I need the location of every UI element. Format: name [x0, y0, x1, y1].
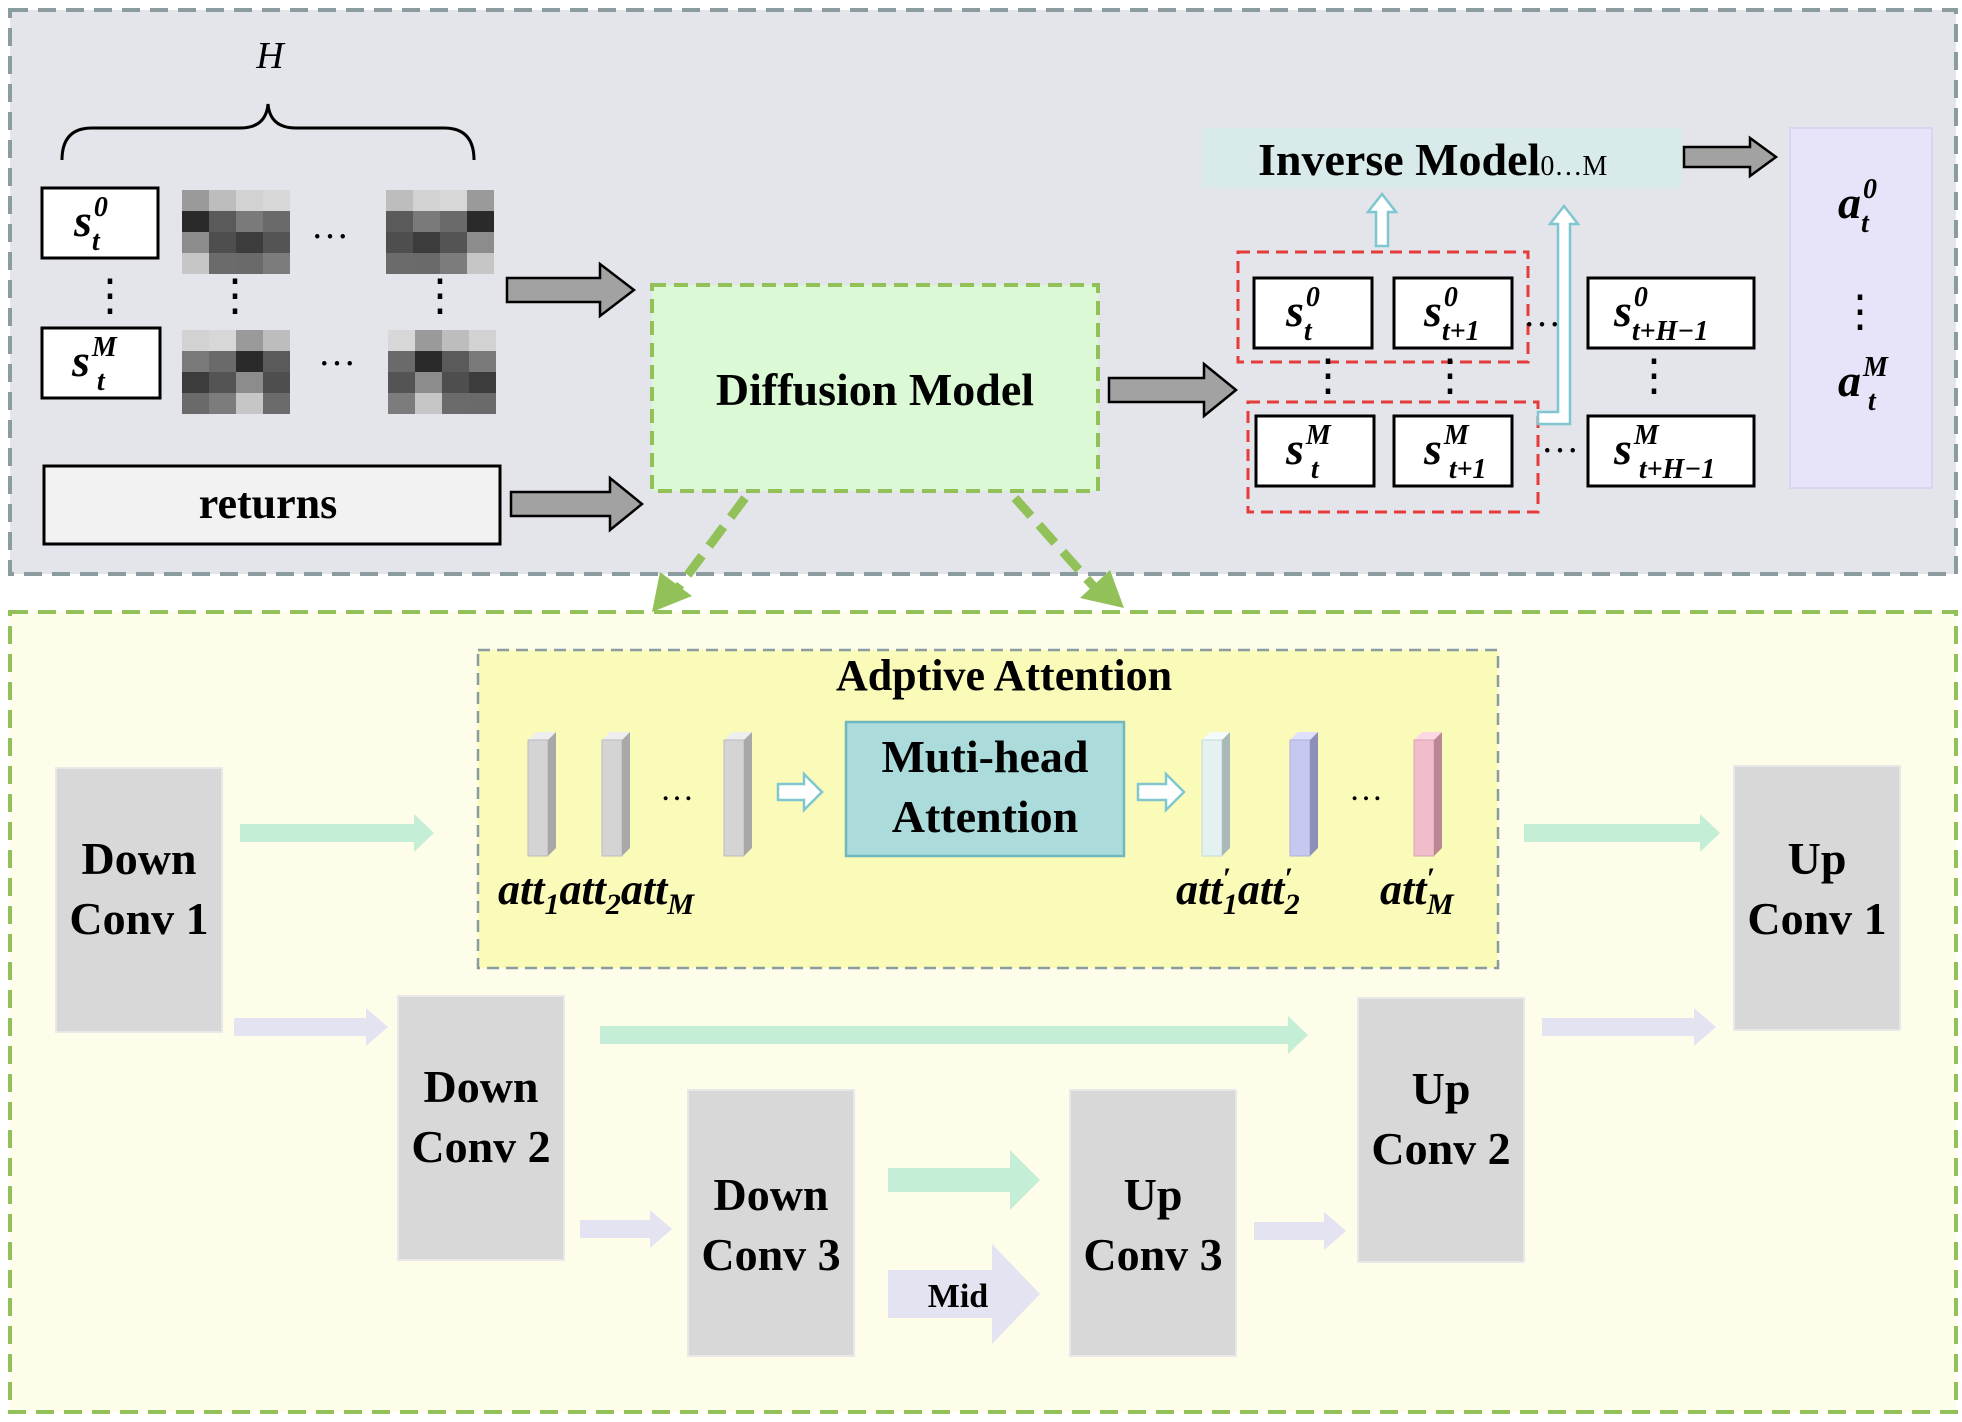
horizon-label: H [255, 35, 286, 77]
down-conv-2-block [397, 995, 565, 1261]
arrow-diffusion-to-outputs [1107, 361, 1238, 419]
arrow-attention-to-up1 [1524, 814, 1720, 852]
up-conv-3-line2: Conv 3 [1083, 1229, 1222, 1280]
output-box-s-t-0 [1252, 276, 1374, 350]
arrow-up2-to-up1 [1542, 1008, 1716, 1046]
up-conv-2-line2: Conv 2 [1371, 1123, 1510, 1174]
down-conv-1-line2: Conv 1 [69, 893, 208, 944]
vdots-actions: ⋮ [1838, 287, 1882, 336]
output-box-s-t-M [1254, 414, 1376, 488]
vdots-img-col1: ⋮ [213, 271, 257, 320]
arrow-down1-to-down2 [234, 1008, 388, 1046]
diffusion-model-label: Diffusion Model [716, 364, 1034, 415]
output-box-s-tH-0 [1586, 276, 1756, 350]
inverse-model-box [1202, 128, 1682, 188]
zoom-arrows [671, 495, 1099, 595]
state-box-s0 [40, 186, 160, 260]
att-input-bars [527, 732, 752, 857]
arrow-att-to-mha [776, 770, 824, 814]
up-conv-2-line1: Up [1412, 1063, 1471, 1114]
mha-label-line1: Muti-head [882, 731, 1089, 782]
red-group-row0 [1236, 250, 1530, 364]
diffusion-model-box [650, 283, 1100, 493]
att-output-labels-1-2: att′1att′2 [1176, 862, 1300, 921]
ellipsis-output-row0: … [1523, 293, 1561, 335]
arrow-group0-to-inverse [1365, 191, 1399, 248]
arrow-returns-to-diffusion [509, 475, 644, 533]
vdots-img-col2: ⋮ [418, 271, 462, 320]
arrow-groupM-to-inverse [1536, 203, 1581, 426]
inverse-model-label: Inverse Model0…M [1258, 134, 1607, 185]
ellipsis-att-in: … [660, 771, 694, 808]
up-conv-3-line1: Up [1124, 1169, 1183, 1220]
vdots-output-col0: ⋮ [1306, 351, 1350, 400]
arrow-down1-to-attention [240, 814, 434, 852]
output-box-s-t1-M [1392, 414, 1514, 488]
ellipsis-row1: … [318, 332, 356, 374]
down-conv-2-line2: Conv 2 [411, 1121, 550, 1172]
returns-box [42, 464, 502, 546]
horizon-brace [60, 103, 476, 161]
observation-thumbnail [388, 330, 496, 414]
observation-thumbnail [182, 330, 290, 414]
arrow-skip-down2-to-up2 [600, 1016, 1308, 1054]
ellipsis-row0: … [311, 205, 349, 247]
up-conv-1-line2: Conv 1 [1747, 893, 1886, 944]
mha-label-line2: Attention [892, 791, 1079, 842]
down-conv-1-block [55, 767, 223, 1033]
observation-thumbnails [182, 190, 496, 414]
up-conv-1-line1: Up [1788, 833, 1847, 884]
down-conv-3-line2: Conv 3 [701, 1229, 840, 1280]
mid-label: Mid [928, 1278, 989, 1315]
output-box-s-t1-0 [1392, 276, 1514, 350]
output-box-s-tH-M [1586, 414, 1756, 488]
down-conv-2-line1: Down [423, 1061, 538, 1112]
returns-label: returns [199, 479, 338, 528]
vdots-output-col2: ⋮ [1632, 351, 1676, 400]
zoom-arrow-right-head [1080, 570, 1124, 608]
mid-arrow [888, 1244, 1040, 1344]
att-output-label-M: att′M [1380, 862, 1455, 921]
att-input-labels: att1att2attM [498, 865, 695, 921]
arrow-skip-down3-to-up3 [888, 1150, 1040, 1210]
ellipsis-att-out: … [1349, 771, 1383, 808]
arrow-mha-to-att-out [1136, 770, 1186, 814]
arrow-states-to-diffusion [505, 261, 637, 319]
ellipsis-output-rowM: … [1541, 419, 1579, 461]
zoom-arrow-left-head [652, 572, 692, 612]
up-conv-1-block [1733, 765, 1901, 1031]
att-output-bars [1201, 732, 1442, 857]
up-conv-3-block [1069, 1089, 1237, 1357]
state-box-sM [40, 326, 162, 400]
observation-thumbnail [182, 190, 290, 274]
multi-head-attention-box [844, 720, 1126, 858]
arrow-down2-to-down3 [580, 1210, 672, 1248]
actions-box [1789, 127, 1933, 489]
red-group-rowM [1246, 400, 1540, 514]
down-conv-1-line1: Down [81, 833, 196, 884]
vdots-output-col1: ⋮ [1428, 351, 1472, 400]
adaptive-attention-title: Adptive Attention [836, 651, 1172, 700]
arrow-up3-to-up2 [1254, 1212, 1346, 1250]
vdots-states: ⋮ [88, 271, 132, 320]
up-conv-2-block [1357, 997, 1525, 1263]
down-conv-3-block [687, 1089, 855, 1357]
down-conv-3-line1: Down [713, 1169, 828, 1220]
arrow-inverse-to-actions [1682, 135, 1779, 179]
observation-thumbnail [386, 190, 494, 274]
